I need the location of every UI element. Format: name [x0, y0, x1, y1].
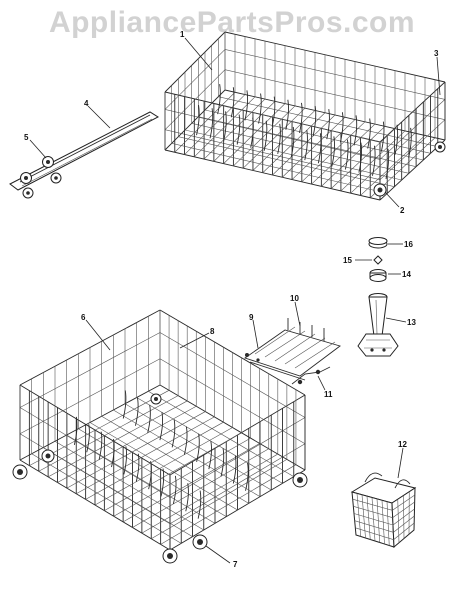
lower-rack-wheels-drawing [12, 393, 308, 564]
rack-clip-drawing [291, 366, 331, 385]
callout-2: 2 [400, 206, 405, 215]
rack-rail-drawing [9, 111, 160, 191]
callout-13: 13 [407, 318, 416, 327]
callout-1: 1 [180, 30, 185, 39]
callout-16: 16 [404, 240, 413, 249]
silverware-basket-drawing [350, 472, 417, 549]
upper-rack-wheel-drawing [373, 141, 446, 197]
tine-row-drawing [244, 318, 341, 381]
callout-6: 6 [81, 313, 86, 322]
callout-12: 12 [398, 440, 407, 449]
callout-9: 9 [249, 313, 254, 322]
callout-7: 7 [233, 560, 238, 569]
callout-11: 11 [324, 390, 333, 399]
spray-tower-drawing [357, 237, 399, 357]
lower-rack-drawing [19, 309, 306, 551]
callout-4: 4 [84, 99, 89, 108]
callout-5: 5 [24, 133, 29, 142]
callout-3: 3 [434, 49, 439, 58]
upper-rack-drawing [164, 31, 446, 201]
rail-rollers-drawing [20, 156, 62, 199]
callout-15: 15 [343, 256, 352, 265]
callout-8: 8 [210, 327, 215, 336]
callout-leaders [29, 37, 441, 564]
callout-14: 14 [402, 270, 411, 279]
callout-10: 10 [290, 294, 299, 303]
